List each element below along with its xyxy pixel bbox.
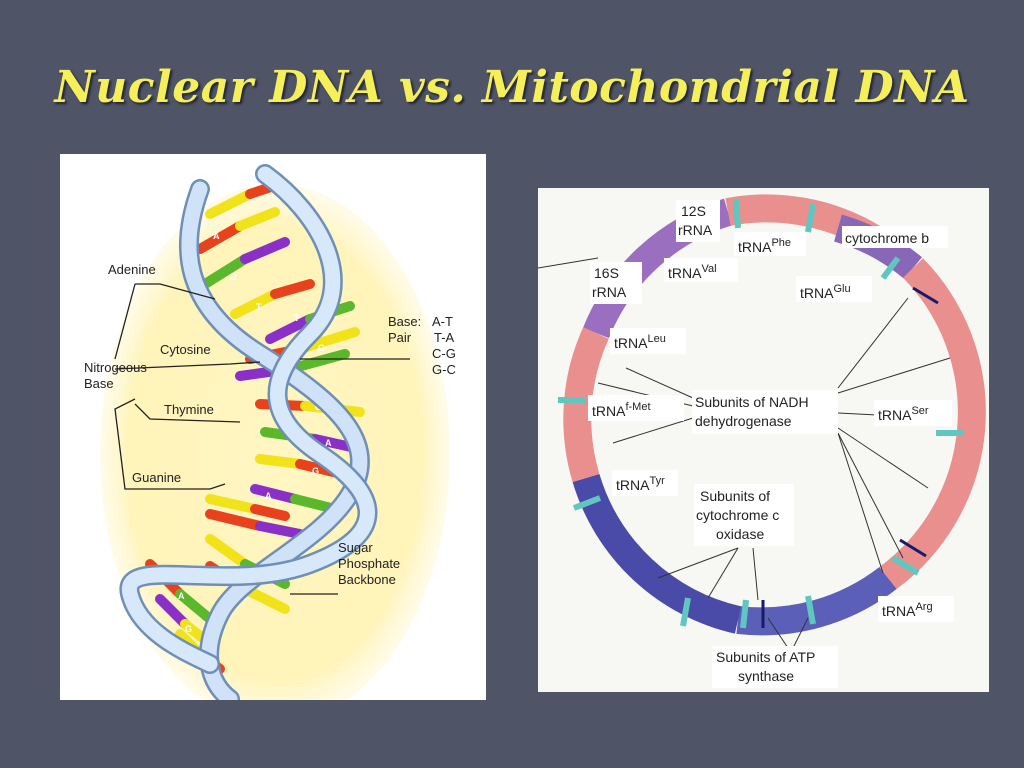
label-nadh-2: dehydrogenase bbox=[695, 413, 792, 429]
label-cox-3: oxidase bbox=[716, 526, 764, 542]
label-atp-2: synthase bbox=[738, 668, 794, 684]
mtdna-circular-map: 12S rRNA tRNAPhe tRNAVal cytochrome b 16… bbox=[538, 194, 986, 688]
segment-atp bbox=[736, 566, 897, 636]
label-sugar: Sugar bbox=[338, 540, 373, 555]
svg-text:G: G bbox=[312, 466, 319, 476]
svg-text:A: A bbox=[213, 231, 220, 241]
segment-nadh-left bbox=[563, 327, 609, 483]
label-nitrogeous-2: Base bbox=[84, 376, 114, 391]
label-phosphate: Phosphate bbox=[338, 556, 400, 571]
label-pair: Pair bbox=[388, 330, 412, 345]
label-12s-rrna: rRNA bbox=[678, 222, 713, 238]
svg-text:T: T bbox=[256, 302, 262, 312]
label-trna-val: tRNAVal bbox=[668, 263, 717, 281]
segment-cox bbox=[572, 473, 742, 634]
label-16s: 16S bbox=[594, 265, 619, 281]
label-trna-leu: tRNALeu bbox=[614, 333, 666, 351]
svg-text:A: A bbox=[325, 438, 332, 448]
svg-text:G: G bbox=[185, 624, 192, 634]
dna-helix-illustration: A G T T A G G C T A G A G C A G bbox=[84, 164, 456, 700]
label-cytosine: Cytosine bbox=[160, 342, 211, 357]
svg-text:G: G bbox=[230, 272, 237, 282]
svg-text:A: A bbox=[178, 591, 185, 601]
label-pair-at: A-T bbox=[432, 314, 453, 329]
label-backgrounds bbox=[588, 200, 954, 688]
label-trna-glu: tRNAGlu bbox=[800, 283, 851, 301]
label-pair-gc: G-C bbox=[432, 362, 456, 377]
pointer-lines bbox=[538, 257, 951, 649]
label-thymine: Thymine bbox=[164, 402, 214, 417]
label-16s-rrna: rRNA bbox=[592, 284, 627, 300]
leader-lines bbox=[114, 283, 410, 595]
label-backbone: Backbone bbox=[338, 572, 396, 587]
label-12s: 12S bbox=[681, 203, 706, 219]
label-pair-cg: C-G bbox=[432, 346, 456, 361]
trna-markers bbox=[558, 199, 964, 629]
segment-nadh-right bbox=[879, 258, 986, 590]
svg-text:G: G bbox=[318, 343, 325, 353]
label-base: Base: bbox=[388, 314, 421, 329]
label-cytochrome-b: cytochrome b bbox=[845, 230, 929, 246]
label-trna-fmet: tRNAf-Met bbox=[592, 401, 651, 419]
label-nadh-1: Subunits of NADH bbox=[695, 394, 809, 410]
mitochondrial-dna-diagram: 12S rRNA tRNAPhe tRNAVal cytochrome b 16… bbox=[538, 188, 989, 692]
label-guanine: Guanine bbox=[132, 470, 181, 485]
label-trna-arg: tRNAArg bbox=[882, 601, 933, 619]
nuclear-dna-diagram: A G T T A G G C T A G A G C A G bbox=[60, 154, 486, 700]
slide-title: Nuclear DNA vs. Mitochondrial DNA bbox=[54, 62, 970, 113]
label-cox-2: cytochrome c bbox=[696, 507, 779, 523]
gene-boundaries bbox=[761, 286, 939, 628]
label-cox-1: Subunits of bbox=[700, 488, 770, 504]
label-adenine: Adenine bbox=[108, 262, 156, 277]
label-trna-tyr: tRNATyr bbox=[616, 475, 665, 493]
label-trna-ser: tRNASer bbox=[878, 405, 929, 423]
label-pair-ta: T-A bbox=[434, 330, 455, 345]
label-atp-1: Subunits of ATP bbox=[716, 649, 815, 665]
svg-text:T: T bbox=[294, 313, 300, 323]
label-trna-phe: tRNAPhe bbox=[738, 237, 791, 255]
label-nitrogeous-1: Nitrogeous bbox=[84, 360, 147, 375]
svg-text:A: A bbox=[265, 491, 272, 501]
